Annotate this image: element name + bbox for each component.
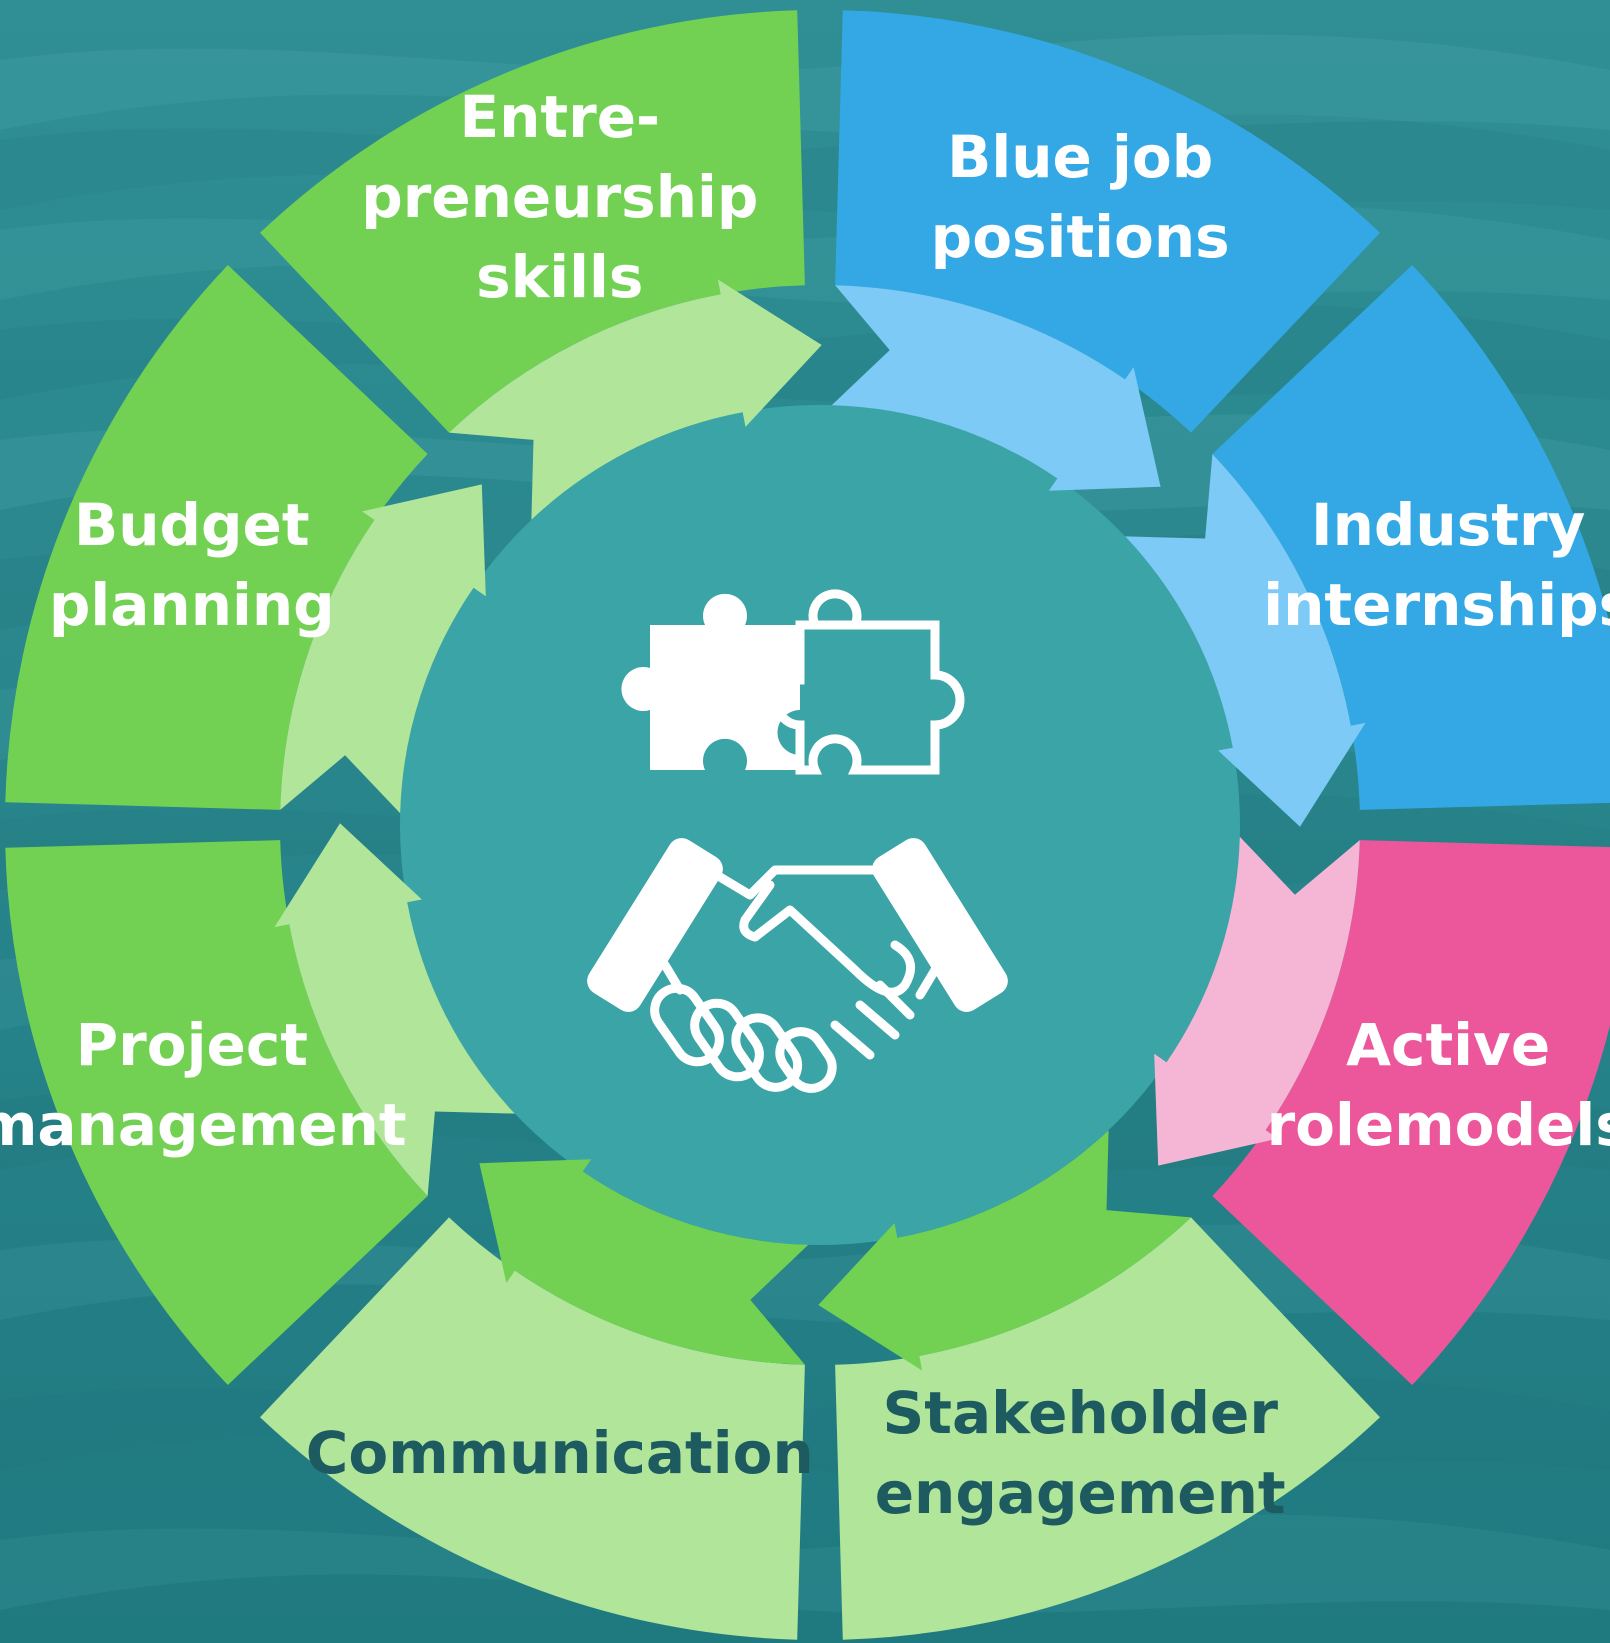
segment-communication [260, 1217, 805, 1640]
arrow-entrepreneurship-skills [449, 279, 822, 520]
label-entrepreneurship-skills-line-1: preneurship [361, 163, 758, 231]
arrow-budget-planning [280, 484, 486, 814]
label-active-rolemodels-line-0: Active [1346, 1011, 1550, 1079]
cycle-segments [5, 10, 1610, 1640]
puzzle-icon [621, 589, 965, 775]
label-communication-line-0: Communication [306, 1419, 814, 1487]
arrow-stakeholder-engagement [818, 1130, 1191, 1371]
label-stakeholder-engagement-line-0: Stakeholder [882, 1379, 1278, 1447]
segment-project-management [5, 840, 428, 1385]
label-project-management-line-0: Project [76, 1011, 308, 1079]
label-stakeholder-engagement-line-1: engagement [875, 1459, 1286, 1527]
segment-budget-planning [5, 265, 428, 810]
label-industry-internships-line-0: Industry [1311, 491, 1585, 559]
label-project-management-line-1: management [0, 1091, 407, 1159]
label-budget-planning-line-0: Budget [74, 491, 310, 559]
arrow-project-management [274, 823, 515, 1196]
arrow-industry-internships [1125, 454, 1366, 827]
arrow-communication [479, 1159, 809, 1365]
segment-active-rolemodels [1212, 840, 1610, 1385]
arrow-active-rolemodels [1154, 836, 1360, 1166]
handshake-icon [587, 838, 1008, 1093]
segment-entrepreneurship-skills [260, 10, 805, 433]
arrow-blue-job-positions [831, 285, 1161, 491]
segment-blue-job-positions [835, 10, 1380, 433]
label-industry-internships-line-1: internships [1263, 571, 1610, 639]
label-entrepreneurship-skills-line-2: skills [476, 243, 643, 311]
label-active-rolemodels-line-1: rolemodels [1267, 1091, 1610, 1159]
label-entrepreneurship-skills-line-0: Entre- [459, 83, 660, 151]
label-budget-planning-line-1: planning [49, 571, 335, 639]
center-icons [587, 589, 1008, 1093]
label-blue-job-positions-line-0: Blue job [947, 123, 1213, 191]
segment-industry-internships [1212, 265, 1610, 810]
segment-stakeholder-engagement [835, 1217, 1380, 1640]
center-disc [400, 405, 1240, 1245]
label-blue-job-positions-line-1: positions [931, 203, 1230, 271]
